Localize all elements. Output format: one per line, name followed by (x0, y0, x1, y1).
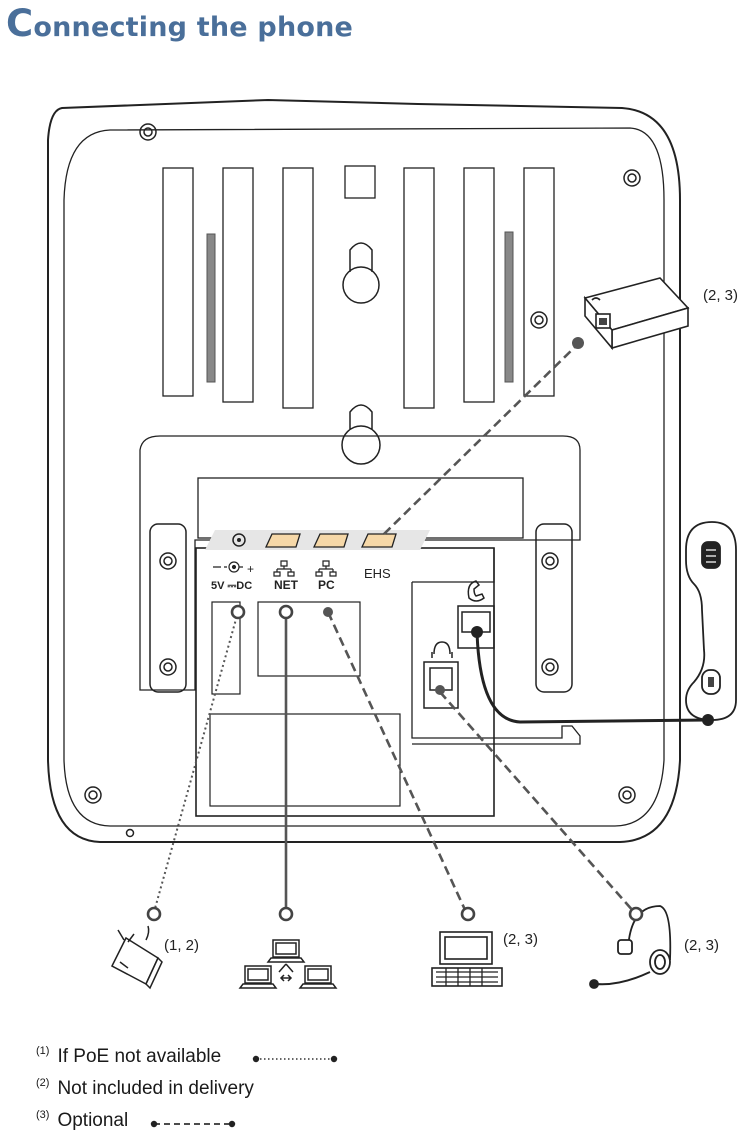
keyhole-mount (341, 404, 381, 465)
ehs-adapter (583, 277, 690, 351)
legend-mark: (3) (36, 1109, 50, 1121)
legend-line-samples (150, 1055, 338, 1128)
connections (153, 343, 709, 913)
pc-callout: (2, 3) (503, 931, 538, 948)
legend-item: (3) Optional (36, 1109, 128, 1132)
power-polarity-label: + (247, 562, 254, 576)
vent-slot (463, 167, 495, 403)
power-port-label: 5V ⎓DC (211, 580, 252, 592)
stand-bar (504, 231, 514, 383)
connection-endpoints (146, 337, 714, 922)
net-port (264, 533, 301, 548)
legend-mark: (1) (36, 1045, 50, 1057)
handset-cord (475, 631, 709, 724)
top-notch (344, 165, 376, 199)
headset-jack (423, 641, 459, 709)
legend-mark: (2) (36, 1077, 50, 1089)
legend-text: Not included in delivery (57, 1078, 254, 1099)
port-icons (213, 560, 337, 577)
legend-item: (1) If PoE not available (36, 1045, 221, 1068)
net-port-label: NET (274, 578, 299, 592)
ehs-connection-line (383, 343, 579, 535)
power-adapter-callout: (1, 2) (164, 937, 199, 954)
power-port (232, 533, 246, 547)
page-title: Connecting the phone (6, 2, 353, 45)
handset-symbol-icon (467, 580, 485, 602)
power-adapter-icon (111, 925, 163, 990)
pc-icon (431, 931, 503, 987)
headphones-icon (431, 641, 453, 658)
phone-base (47, 98, 681, 843)
ehs-port-label: EHS (364, 566, 391, 581)
network-icon (273, 560, 295, 577)
legend-item: (2) Not included in delivery (36, 1077, 254, 1100)
handset-cord-channel (411, 548, 581, 745)
connector-well (211, 601, 241, 695)
phone-inner-outline (63, 127, 665, 827)
vent-slot (282, 167, 314, 409)
headset-icon (589, 905, 672, 989)
ports (232, 533, 397, 548)
headset-callout: (2, 3) (684, 937, 719, 954)
side-clip-left (149, 523, 187, 693)
pc-port-label: PC (318, 578, 335, 592)
power-symbol-icon (213, 561, 243, 573)
power-connection-line (153, 611, 239, 913)
keyhole-mount (342, 242, 380, 304)
vent-slot (523, 167, 555, 397)
connector-well (257, 601, 361, 677)
ehs-port (360, 533, 397, 548)
upper-slot (197, 477, 524, 539)
ehs-adapter-callout: (2, 3) (703, 287, 738, 304)
headset-connection-line (439, 691, 635, 913)
vent-slot (162, 167, 194, 397)
connector-well (209, 713, 401, 807)
stand-bar (206, 233, 216, 383)
legend-text: Optional (57, 1110, 129, 1131)
side-clip-right (535, 523, 573, 693)
vent-slot (403, 167, 435, 409)
handset (685, 521, 737, 721)
pc-port (312, 533, 349, 548)
legend-text: If PoE not available (57, 1046, 222, 1067)
pc-connection-line (326, 611, 468, 913)
screw-holes (84, 123, 641, 838)
network-icon (315, 560, 337, 577)
vent-slot (222, 167, 254, 403)
lower-panel (139, 435, 581, 691)
title-first-letter: C (6, 2, 34, 45)
title-rest: onnecting the phone (33, 12, 354, 43)
phone-outline (47, 98, 681, 843)
network-devices-icon (238, 939, 338, 989)
